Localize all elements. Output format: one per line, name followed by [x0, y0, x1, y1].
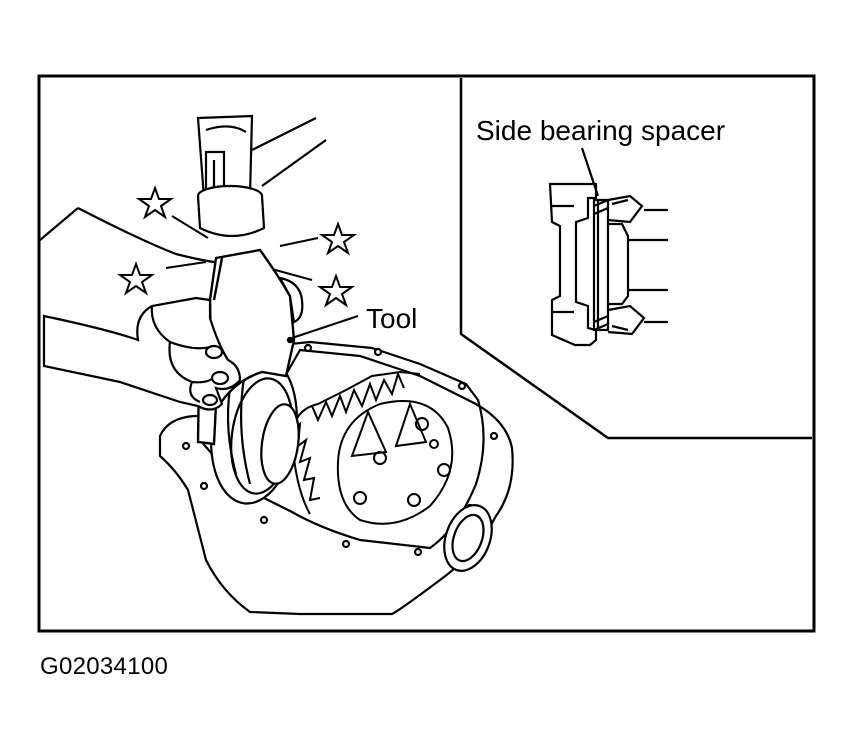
label-side-bearing-spacer: Side bearing spacer: [476, 115, 725, 146]
ring-gear: [292, 372, 452, 524]
tool-leader-line: [292, 316, 358, 338]
figure-border: [39, 76, 814, 631]
figure-code: G02034100: [40, 653, 169, 680]
side-bearing-spacer-detail: [550, 148, 668, 345]
impact-line: [166, 216, 318, 280]
hammer-icon: [198, 116, 326, 236]
differential-carrier-housing: [160, 342, 513, 614]
label-tool: Tool: [366, 303, 417, 334]
hand: [40, 208, 302, 410]
impact-star-icon: [120, 188, 354, 305]
inset-panel-border: [461, 78, 812, 438]
side-bearing: [202, 351, 306, 509]
